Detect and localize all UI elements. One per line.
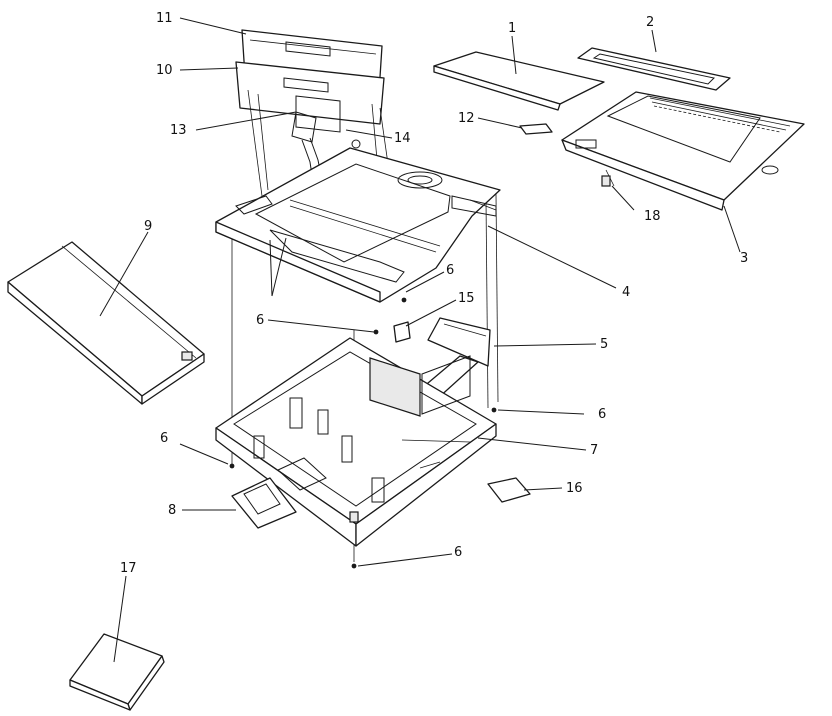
label-11: 11 xyxy=(156,11,173,26)
part-7-base-housing xyxy=(215,337,497,547)
label-16: 16 xyxy=(566,481,583,496)
label-8: 8 xyxy=(168,503,176,518)
label-6-right: 6 xyxy=(598,407,606,422)
part-9-side-tray xyxy=(7,241,205,405)
part-1-cover-panel xyxy=(433,51,605,111)
part-10-inner-frame xyxy=(235,61,385,133)
label-6-upper: 6 xyxy=(446,263,454,278)
part-4-mechanism-frame xyxy=(215,139,501,303)
callout-labels: 11 10 13 14 1 2 12 18 3 4 9 5 6 7 16 15 … xyxy=(120,11,748,576)
part-8-slide-piece xyxy=(231,477,297,529)
leader-lines xyxy=(99,17,741,663)
part-12-key-piece xyxy=(519,123,553,135)
label-4: 4 xyxy=(622,285,630,300)
label-6-left-lower: 6 xyxy=(160,431,168,446)
part-17-manual xyxy=(69,633,165,711)
part-15-small-block xyxy=(393,321,411,343)
label-1: 1 xyxy=(508,21,516,36)
part-18-pin xyxy=(601,175,611,187)
label-7: 7 xyxy=(590,443,598,458)
label-17: 17 xyxy=(120,561,137,576)
label-14: 14 xyxy=(394,131,411,146)
label-10: 10 xyxy=(156,63,173,78)
label-12: 12 xyxy=(458,111,475,126)
screw-dots xyxy=(229,297,497,569)
label-15: 15 xyxy=(458,291,475,306)
label-5: 5 xyxy=(600,337,608,352)
label-2: 2 xyxy=(646,15,654,30)
part-16-pad xyxy=(487,477,531,503)
label-13: 13 xyxy=(170,123,187,138)
label-6-bottom: 6 xyxy=(454,545,462,560)
label-9: 9 xyxy=(144,219,152,234)
label-6-left-mid: 6 xyxy=(256,313,264,328)
label-3: 3 xyxy=(740,251,748,266)
label-18: 18 xyxy=(644,209,661,224)
part-3-front-panel xyxy=(561,91,805,211)
part-2-window-frame xyxy=(577,47,731,91)
